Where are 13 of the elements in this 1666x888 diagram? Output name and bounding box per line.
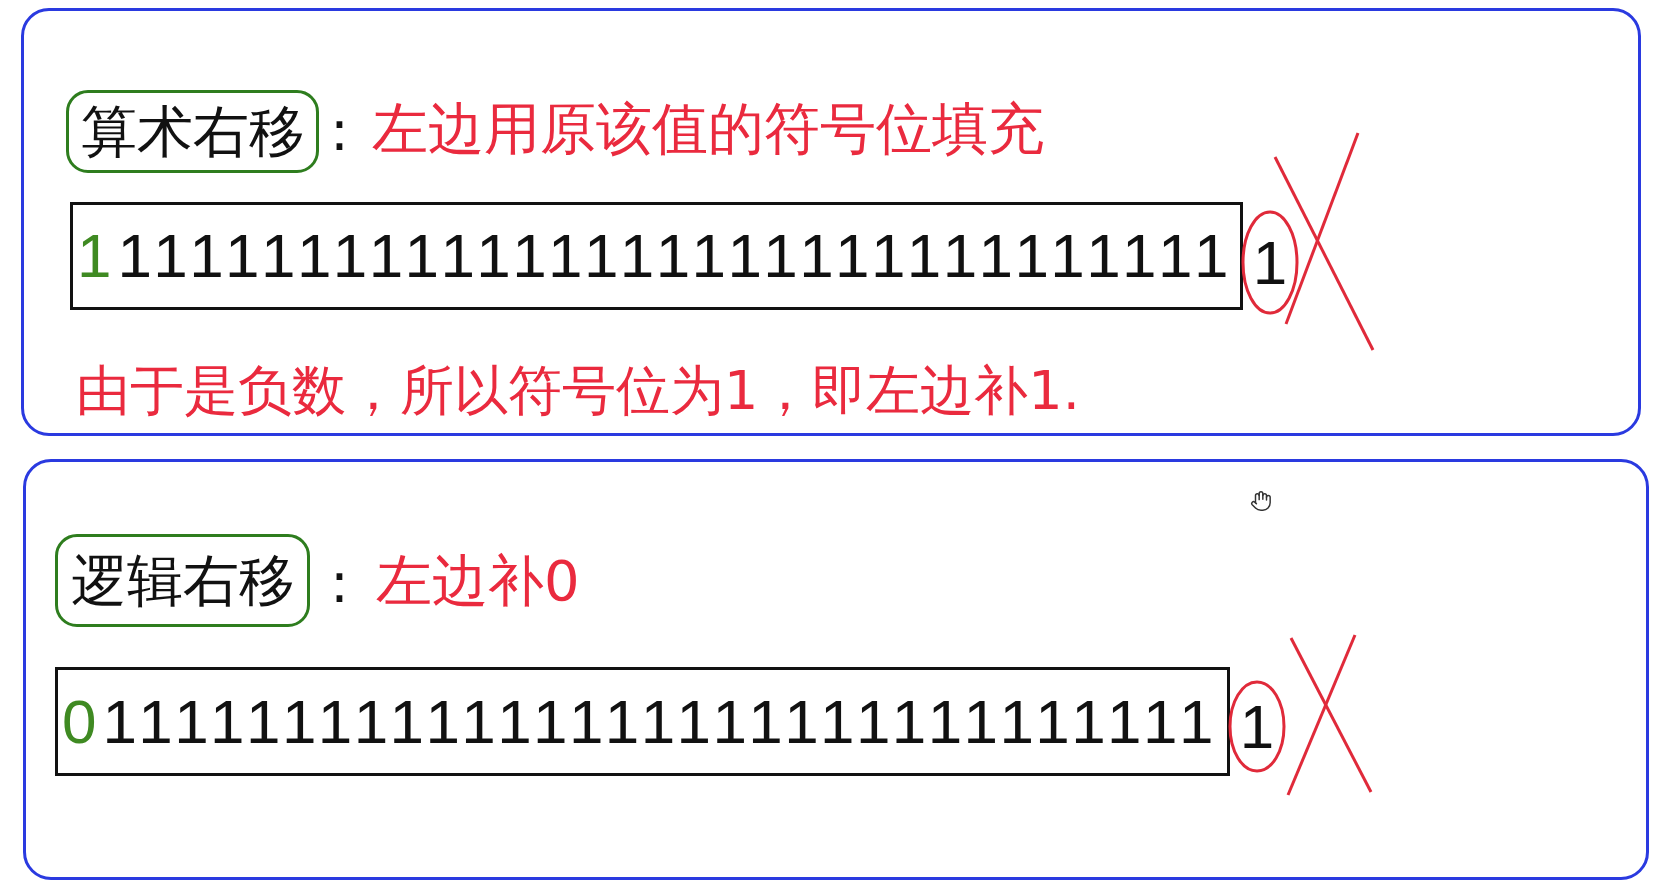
annotation-text: 左边补0 <box>376 550 580 612</box>
circled-bit: 1 <box>1228 680 1286 773</box>
bit-string: 0 1111111111111111111111111111111 <box>55 667 1230 776</box>
panel <box>23 459 1649 880</box>
term-tag: 逻辑右移 <box>55 534 310 627</box>
annotation-text: 由于是负数，所以符号位为1，即左边补1. <box>76 361 1080 421</box>
term-tag: 算术右移 <box>66 90 319 173</box>
annotation-text: 左边用原该值的符号位填充 <box>372 98 1044 160</box>
bit-string: 1 1111111111111111111111111111111 <box>70 202 1243 310</box>
panel <box>21 8 1641 436</box>
circled-bit: 1 <box>1241 210 1299 315</box>
colon: : <box>330 552 349 614</box>
colon: : <box>330 100 349 162</box>
